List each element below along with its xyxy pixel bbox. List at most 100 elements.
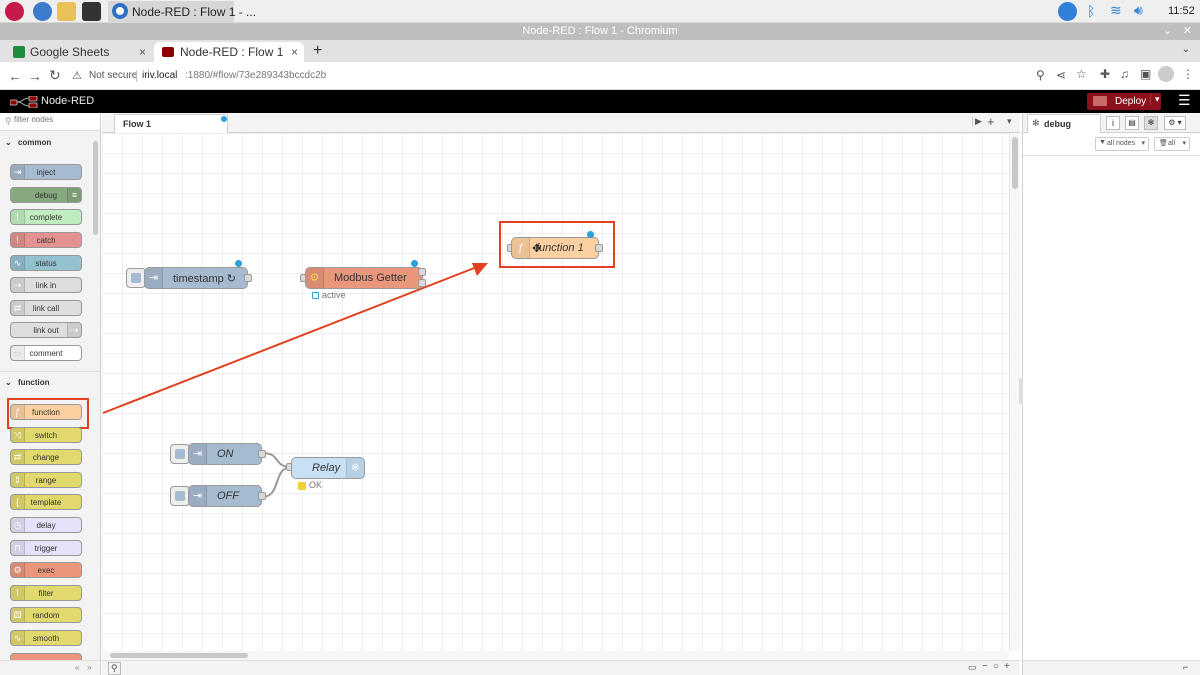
palette-search-input[interactable]	[14, 115, 94, 124]
sidepanel-icon[interactable]: ▣	[1140, 67, 1152, 81]
tab-debug[interactable]: ✻ debug	[1027, 114, 1101, 133]
node-function-1[interactable]: ƒ function 1	[511, 237, 599, 259]
palette-node-switch[interactable]: ⤨switch	[10, 427, 82, 443]
scrollbar-thumb[interactable]	[110, 653, 248, 658]
taskbar-chromium-window[interactable]: Node-RED : Flow 1 - ...	[108, 1, 256, 22]
zoom-icon[interactable]: ⚲	[1036, 68, 1045, 82]
tab-flow-1[interactable]: Flow 1	[114, 114, 228, 133]
info-icon[interactable]: i	[1106, 116, 1120, 130]
new-tab-icon[interactable]: +	[313, 42, 323, 59]
sidebar-tab-bar: ✻ debug i ▤ ✻ ⚙ ▾	[1023, 113, 1200, 133]
output-port[interactable]	[258, 492, 266, 500]
debug-filter-dropdown[interactable]: ▼ all nodes ▾	[1095, 137, 1149, 151]
clear-messages-button[interactable]: 🗑︎ all ▾	[1154, 137, 1190, 151]
update-icon[interactable]	[1058, 2, 1077, 21]
flow-list-icon[interactable]: ▾	[1007, 116, 1012, 126]
tab-close-icon[interactable]: ×	[290, 45, 298, 59]
share-icon[interactable]: ⋖	[1056, 68, 1067, 82]
zoom-out-icon[interactable]: −	[982, 661, 988, 672]
bookmark-star-icon[interactable]: ☆	[1076, 67, 1087, 81]
node-timestamp[interactable]: ⇥ timestamp ↻	[144, 267, 248, 289]
config-gear-icon[interactable]: ⚙ ▾	[1164, 116, 1186, 130]
help-book-icon[interactable]: ▤	[1125, 116, 1139, 130]
forward-icon[interactable]: →	[28, 68, 42, 84]
palette-section-header[interactable]: ⌄ common	[5, 138, 51, 147]
inject-trigger-button[interactable]	[170, 444, 190, 464]
vertical-scrollbar[interactable]	[1009, 133, 1020, 651]
omnibox[interactable]: ⚠ Not secure | iriv.local :1880/#flow/73…	[68, 66, 1092, 86]
collapse-all-icon[interactable]: «	[75, 663, 80, 672]
raspberry-menu-icon[interactable]	[5, 2, 24, 21]
add-flow-icon[interactable]: +	[987, 114, 995, 129]
file-manager-icon[interactable]	[57, 2, 76, 21]
palette-node-link-call[interactable]: ⇄link call	[10, 300, 82, 316]
palette-node-inject[interactable]: ⇥inject	[10, 164, 82, 180]
expand-all-icon[interactable]: »	[87, 663, 92, 672]
back-icon[interactable]: ←	[8, 68, 22, 84]
palette-filter[interactable]: ⚲	[0, 113, 100, 131]
tab-node-red[interactable]: Node-RED : Flow 1 ×	[154, 42, 304, 62]
minimize-icon[interactable]: ⌄	[1162, 25, 1172, 37]
palette-node-filter[interactable]: ⊺filter	[10, 585, 82, 601]
node-relay[interactable]: Relay ❄	[291, 457, 365, 479]
volume-icon[interactable]: 🔊︎	[1134, 2, 1143, 18]
palette-node-catch[interactable]: !catch	[10, 232, 82, 248]
main-menu-icon[interactable]: ☰	[1178, 92, 1191, 108]
debug-bug-icon[interactable]: ✻	[1144, 116, 1158, 130]
bluetooth-icon[interactable]: ᛒ	[1087, 3, 1096, 19]
palette-node-smooth[interactable]: ∿smooth	[10, 630, 82, 646]
palette-node-change[interactable]: ⇄change	[10, 449, 82, 465]
zoom-reset-icon[interactable]: ○	[993, 661, 1000, 672]
inject-trigger-button[interactable]	[170, 486, 190, 506]
node-modbus-getter[interactable]: ⚙ Modbus Getter	[305, 267, 423, 289]
palette-node-link-out[interactable]: link out⇢	[10, 322, 82, 338]
tab-close-icon[interactable]: ×	[138, 45, 146, 59]
zoom-in-icon[interactable]: +	[1004, 661, 1010, 672]
palette-node-comment[interactable]: ▭comment	[10, 345, 82, 361]
palette-section-header[interactable]: ⌄ function	[5, 378, 49, 387]
tab-search-icon[interactable]: ⌄	[1181, 44, 1190, 55]
palette-scrollbar[interactable]	[93, 141, 98, 235]
palette-node-complete[interactable]: !complete	[10, 209, 82, 225]
output-port[interactable]	[418, 268, 426, 276]
output-port[interactable]	[258, 450, 266, 458]
wifi-icon[interactable]: ≋	[1110, 2, 1122, 18]
palette-node-link-in[interactable]: ⇢link in	[10, 277, 82, 293]
palette-node-template[interactable]: {template	[10, 494, 82, 510]
node-on[interactable]: ⇥ ON	[188, 443, 262, 465]
warning-icon[interactable]: ⚠	[72, 70, 82, 82]
clear-label: all	[1168, 140, 1176, 147]
palette-node-random[interactable]: ⚄random	[10, 607, 82, 623]
window-close-icon[interactable]: ✕	[1182, 25, 1192, 37]
navigator-icon[interactable]: ▭	[968, 662, 977, 672]
node-off[interactable]: ⇥ OFF	[188, 485, 262, 507]
sidebar-resize-handle[interactable]	[1019, 378, 1023, 404]
terminal-icon[interactable]	[82, 2, 101, 21]
palette-node-status[interactable]: ∿status	[10, 255, 82, 271]
collapse-sidebar-icon[interactable]: ⌐	[1183, 662, 1189, 672]
deploy-button[interactable]: Deploy ▾	[1087, 93, 1161, 110]
horizontal-scrollbar[interactable]	[102, 651, 1009, 660]
chrome-menu-icon[interactable]: ⋮	[1182, 67, 1194, 81]
reload-icon[interactable]: ↻	[49, 67, 61, 83]
output-port[interactable]	[595, 244, 603, 252]
media-icon[interactable]: ♫	[1120, 67, 1129, 81]
search-icon[interactable]: ⚲	[108, 662, 121, 675]
profile-avatar-icon[interactable]	[1158, 66, 1174, 82]
palette-node-delay[interactable]: ◷delay	[10, 517, 82, 533]
workspace-canvas[interactable]: ⇥ timestamp ↻ ⚙ Modbus Getter active ƒ f…	[102, 133, 1009, 651]
output-port[interactable]	[244, 274, 252, 282]
palette-node-exec[interactable]: ⚙exec	[10, 562, 82, 578]
web-browser-icon[interactable]	[33, 2, 52, 21]
deploy-menu-icon[interactable]: ▾	[1150, 94, 1160, 105]
extensions-icon[interactable]: ✚	[1100, 67, 1111, 81]
output-port[interactable]	[418, 279, 426, 287]
palette-node-trigger[interactable]: ⊓trigger	[10, 540, 82, 556]
scrollbar-thumb[interactable]	[1012, 137, 1018, 189]
scroll-tabs-icon[interactable]: ▶	[972, 116, 982, 127]
tab-google-sheets[interactable]: Google Sheets ×	[4, 42, 152, 62]
palette-node-range[interactable]: ⇕range	[10, 472, 82, 488]
inject-trigger-button[interactable]	[126, 268, 146, 288]
palette-node-debug[interactable]: debug≡	[10, 187, 82, 203]
